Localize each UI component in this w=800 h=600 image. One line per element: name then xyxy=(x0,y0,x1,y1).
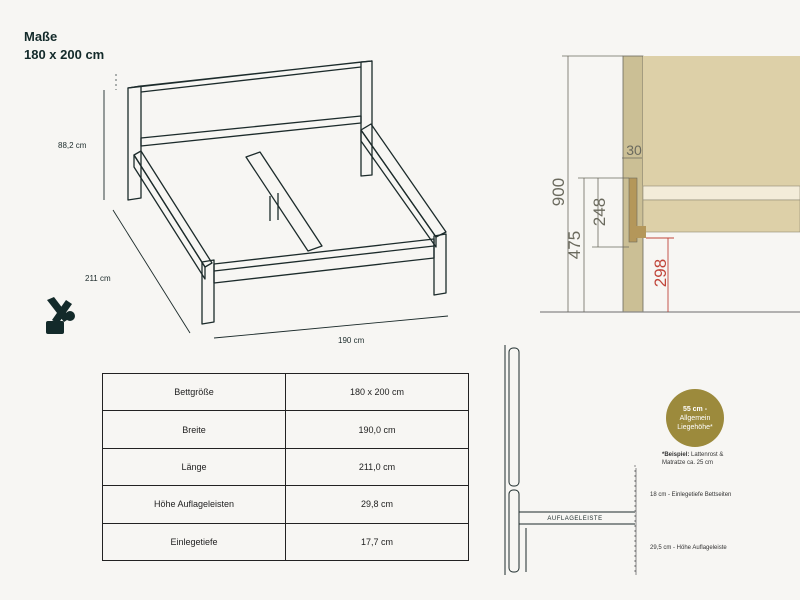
sleep-height-badge: 55 cm - Allgemein Liegehöhe* xyxy=(666,389,724,447)
dim-298: 298 xyxy=(651,259,670,287)
headboard-post-right xyxy=(360,60,373,177)
length-dim-label: 211 cm xyxy=(85,274,111,283)
dim-475: 475 xyxy=(565,231,584,259)
height-dim-label: 88,2 cm xyxy=(58,141,87,150)
depth-label: 18 cm - Einlegetiefe Bettseiten xyxy=(650,492,732,498)
side-panel-upper xyxy=(508,347,520,487)
title-text: Maße xyxy=(24,29,58,44)
rail-height-label: 29,5 cm - Höhe Auflageleiste xyxy=(650,545,727,551)
bed-drawing: 88,2 cm 211 cm 190 cm xyxy=(46,60,449,345)
foot-post-left xyxy=(201,259,215,325)
size-text: 180 x 200 cm xyxy=(24,47,105,62)
headboard-post-left xyxy=(127,85,142,201)
dim-30: 30 xyxy=(626,142,642,158)
headboard-top xyxy=(127,60,373,89)
rail-label: AUFLAGELEISTE xyxy=(547,516,602,522)
side-profile-drawing: AUFLAGELEISTE xyxy=(504,345,637,575)
side-panel-lower xyxy=(508,489,520,573)
mattress-area xyxy=(643,56,800,186)
mattress-body xyxy=(642,199,800,233)
mattress-top xyxy=(642,185,800,201)
page-title: Maße 180 x 200 cm xyxy=(24,28,104,64)
rail-block xyxy=(636,226,646,238)
width-dim-label: 190 cm xyxy=(338,336,365,345)
example-note: *Beispiel: Lattenrost & Matratze ca. 25 … xyxy=(662,452,724,466)
foot-post-right xyxy=(433,233,447,296)
headboard-rail xyxy=(140,115,362,147)
tools-icon xyxy=(46,297,75,334)
section-drawing: 900 475 248 30 298 xyxy=(540,55,800,313)
dim-248: 248 xyxy=(590,198,609,226)
dim-900: 900 xyxy=(549,178,568,206)
foot-rail xyxy=(213,238,435,284)
center-beam xyxy=(245,151,323,252)
support-rail xyxy=(628,177,638,243)
